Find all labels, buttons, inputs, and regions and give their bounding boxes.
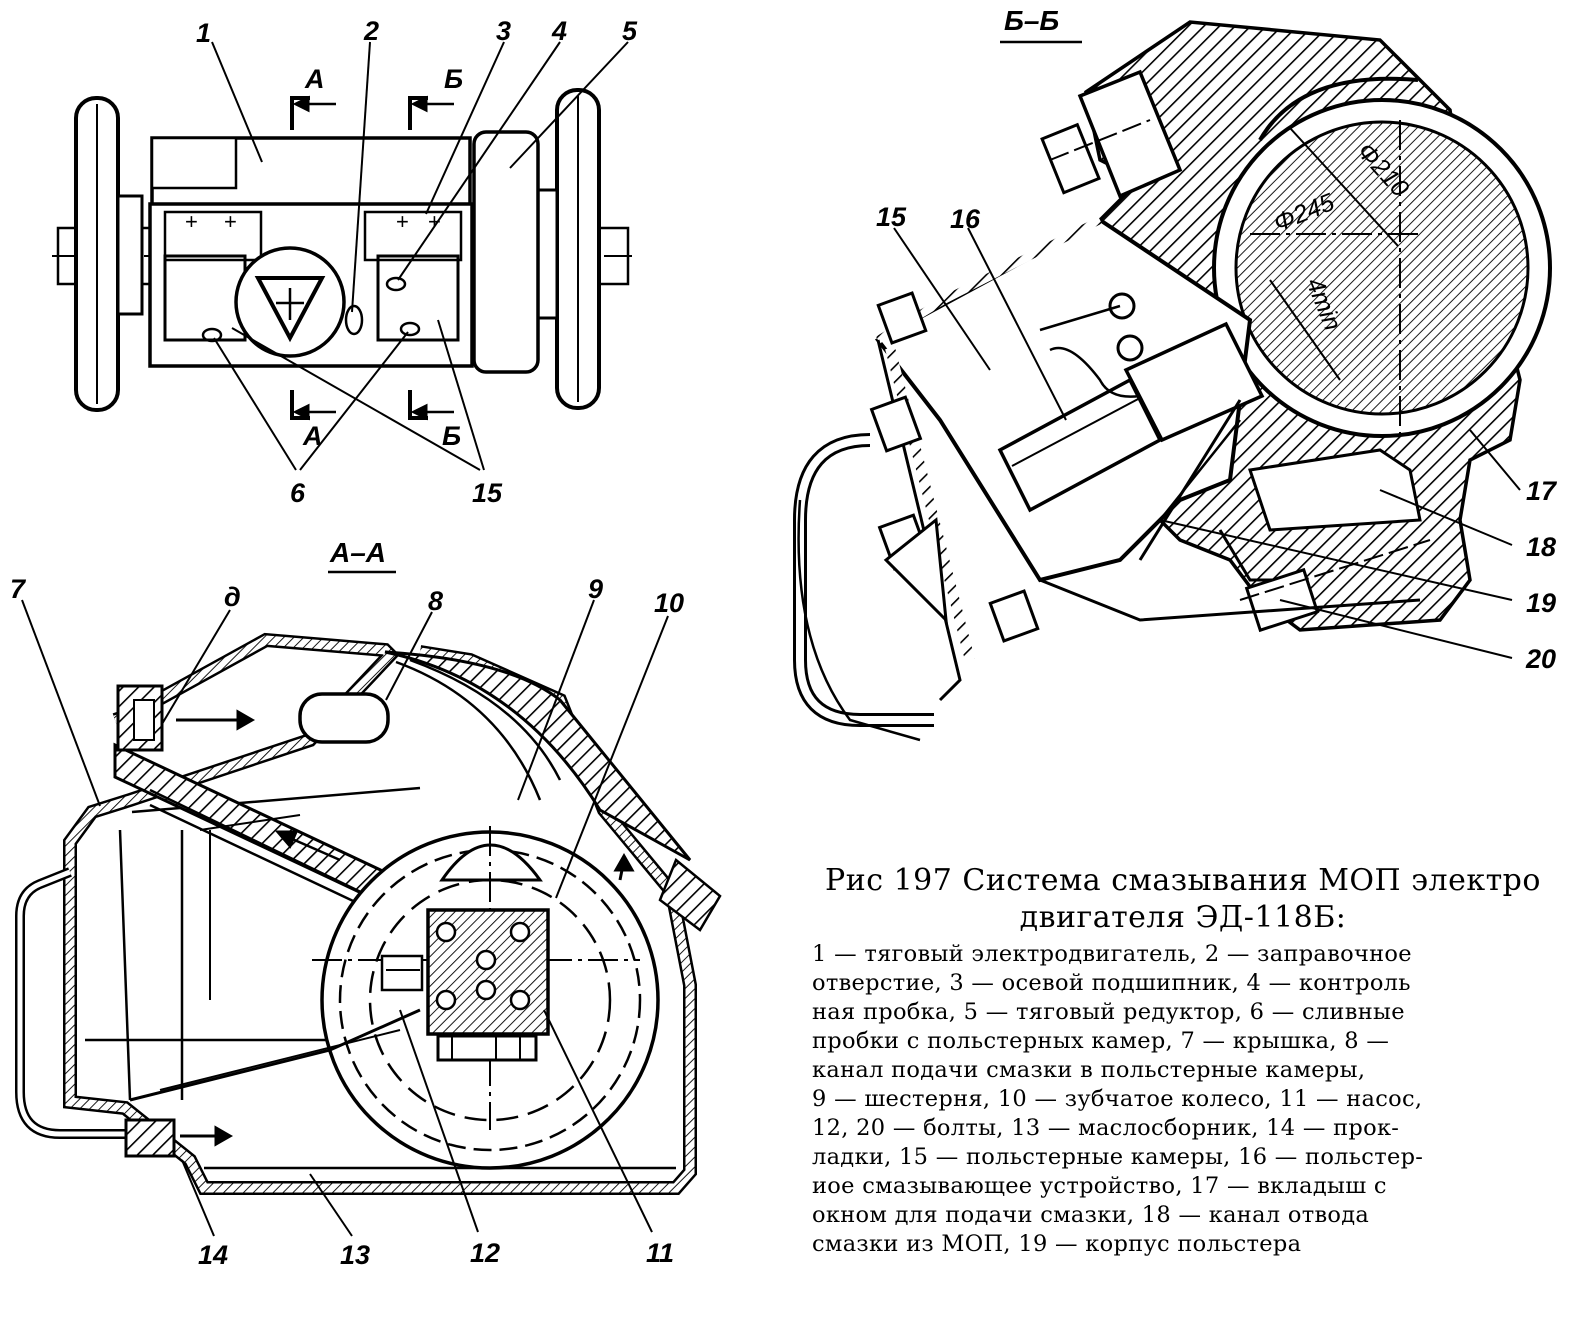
caption-title: Рис 197 Система смазывания МОП электро д… [812,862,1554,936]
label-8: 8 [428,586,443,616]
svg-text:+: + [428,209,441,234]
legend-line: ладки, 15 — польстерные камеры, 16 — пол… [812,1144,1424,1170]
label-3: 3 [496,16,511,46]
label-12: 12 [470,1238,500,1268]
legend-line: иое смазывающее устройство, 17 — вкладыш… [812,1173,1387,1199]
cut-letter-b-bottom: Б [442,421,461,451]
svg-text:+: + [396,209,409,234]
caption-title-line-1: Рис 197 Система смазывания МОП электро [825,863,1541,898]
figure-caption: Рис 197 Система смазывания МОП электро д… [812,862,1554,1259]
label-1: 1 [196,18,211,48]
legend-line: 12, 20 — болты, 13 — маслосборник, 14 — … [812,1115,1400,1141]
legend-line: смазки из МОП, 19 — корпус польстера [812,1231,1302,1257]
section-aa-labels: А–А 7 д 8 9 10 14 13 12 11 [10,537,684,1270]
legend-line: окном для подачи смазки, 18 — канал отво… [812,1202,1370,1228]
label-6: 6 [290,478,306,508]
label-15-bb: 15 [876,202,907,232]
label-13: 13 [340,1240,370,1270]
label-20: 20 [1525,644,1556,674]
label-4: 4 [551,16,567,46]
legend-line: отверстие, 3 — осевой подшипник, 4 — кон… [812,970,1411,996]
section-bb-drawing [793,20,1552,742]
label-7: 7 [10,574,27,604]
legend-line: пробки с польстерных камер, 7 — крышка, … [812,1028,1390,1054]
caption-title-line-2: двигателя ЭД-118Б: [1019,900,1347,935]
legend-line: 9 — шестерня, 10 — зубчатое колесо, 11 —… [812,1086,1423,1112]
label-18: 18 [1526,532,1556,562]
label-16: 16 [950,204,981,234]
label-14: 14 [198,1240,228,1270]
legend-line: 1 — тяговый электродвигатель, 2 — заправ… [812,941,1412,967]
section-aa-title: А–А [329,537,386,568]
feed-channel-8 [298,692,390,744]
label-10: 10 [654,588,684,618]
label-5: 5 [622,16,638,46]
cut-letter-a-top: А [304,64,325,94]
legend-line: канал подачи смазки в польстерные камеры… [812,1057,1366,1083]
section-aa-drawing [15,599,722,1237]
section-bb-title: Б–Б [1004,5,1059,36]
label-19: 19 [1526,588,1556,618]
label-17: 17 [1526,476,1558,506]
traction-gearbox [472,130,540,374]
label-11: 11 [646,1238,674,1268]
caption-legend: 1 — тяговый электродвигатель, 2 — заправ… [812,940,1554,1259]
label-2: 2 [363,16,379,46]
legend-line: ная пробка, 5 — тяговый редуктор, 6 — сл… [812,999,1405,1025]
felt-chamber-right [376,254,460,342]
top-view: + + + + [52,41,632,471]
cut-letter-a-bottom: А [302,421,323,451]
label-15-top: 15 [472,478,503,508]
svg-text:+: + [224,209,237,234]
cut-letter-b-top: Б [444,64,463,94]
svg-text:+: + [185,209,198,234]
label-d: д [224,582,241,612]
label-9: 9 [588,574,603,604]
top-view-labels: 1 2 3 4 5 6 15 А Б А Б [196,16,638,508]
